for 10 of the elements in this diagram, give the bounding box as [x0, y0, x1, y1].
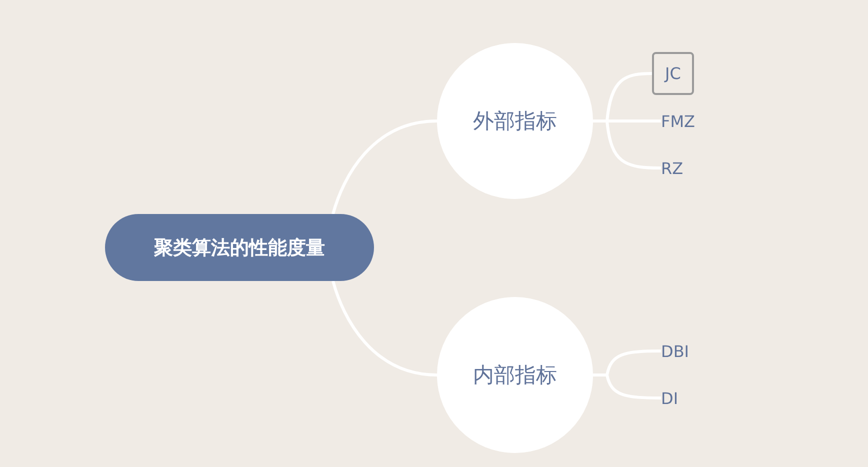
branch-line: [332, 280, 438, 376]
branch-line: [332, 120, 438, 214]
leaf-label: FMZ: [661, 110, 701, 132]
circle-node: 内部指标: [437, 297, 593, 453]
leaf-label: RZ: [661, 157, 687, 179]
leaf-label: DBI: [661, 340, 693, 362]
leaf-box: JC: [652, 52, 694, 95]
topic-pill: 聚类算法的性能度量: [105, 214, 374, 281]
leaf-label: DI: [661, 387, 683, 409]
circle-node: 外部指标: [437, 43, 593, 199]
